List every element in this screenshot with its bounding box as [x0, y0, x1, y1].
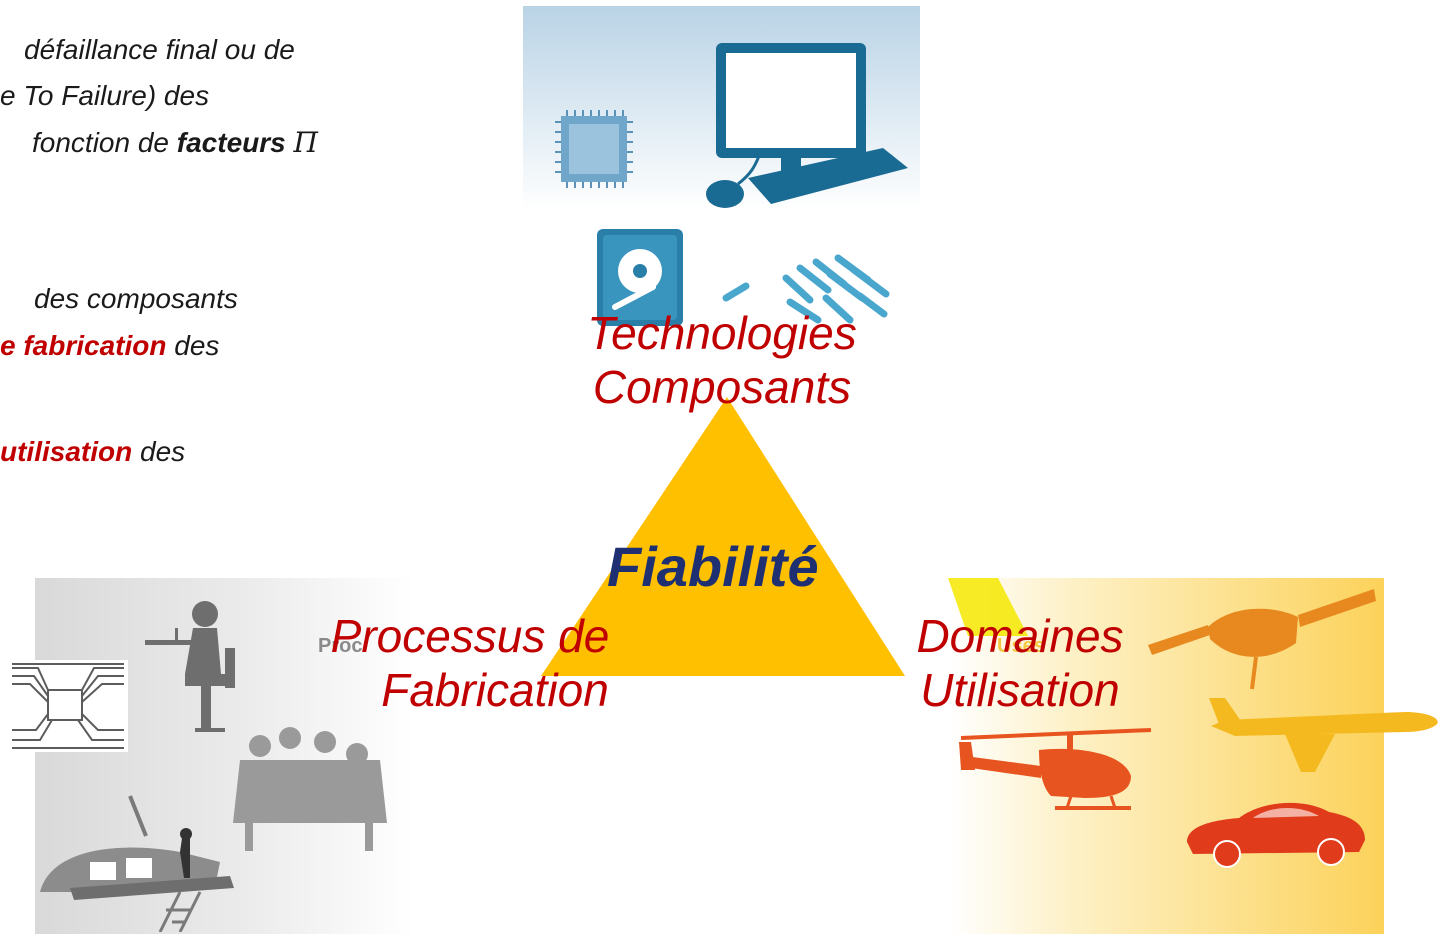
- top-label: Technologies Composants: [522, 306, 922, 414]
- top-label-line-2: Composants: [592, 361, 852, 413]
- right-label-line-1: Domaines: [916, 610, 1124, 662]
- factor-line-2-suffix: des: [166, 330, 220, 361]
- hard-drive-icon: [597, 229, 683, 326]
- intro-line-3-prefix: fonction de: [32, 127, 177, 158]
- factor-line-2: e fabrication des: [0, 327, 219, 365]
- left-label-line-2: Fabrication: [381, 664, 609, 716]
- airplane-icon: [1205, 690, 1445, 780]
- intro-line-3-bold: facteurs: [176, 127, 286, 158]
- chip-icon: [555, 110, 633, 188]
- intro-line-3: fonction de facteurs Π: [0, 124, 318, 162]
- meeting-group-icon: [233, 727, 387, 851]
- helicopter-icon: [955, 726, 1155, 816]
- factor-line-1: des composants: [34, 283, 238, 314]
- factor-line-3-suffix: des: [132, 436, 186, 467]
- top-label-line-1: Technologies: [587, 307, 857, 359]
- pi-symbol: Π: [293, 126, 318, 159]
- mouse-icon: [706, 155, 761, 208]
- intro-line-1: défaillance final ou de: [24, 34, 295, 65]
- satellite-icon: [1148, 585, 1378, 695]
- right-image-text: Uses: [997, 635, 1045, 657]
- pcb-icon: [8, 660, 128, 752]
- factor-line-2-bold: e fabrication: [0, 330, 167, 361]
- factor-line-3-bold: utilisation: [0, 436, 133, 467]
- left-label: Processus de Fabrication: [260, 609, 680, 717]
- keyboard-icon: [748, 148, 908, 204]
- led-components-icon: [718, 250, 898, 330]
- right-label: Domaines Utilisation: [885, 609, 1155, 717]
- top-image-panel: [523, 6, 920, 211]
- monitor-icon: [716, 43, 866, 172]
- right-label-line-2: Utilisation: [920, 664, 1120, 716]
- person-at-desk-icon: [145, 601, 235, 732]
- intro-line-2: e To Failure) des: [0, 80, 210, 111]
- center-label: Fiabilité: [607, 535, 819, 598]
- car-icon: [1183, 790, 1368, 870]
- helicopter-assembly-icon: [30, 792, 250, 933]
- left-label-line-1: Processus de: [330, 610, 610, 662]
- factor-line-3: utilisation des: [0, 433, 185, 471]
- left-image-text: Proc: [318, 635, 363, 657]
